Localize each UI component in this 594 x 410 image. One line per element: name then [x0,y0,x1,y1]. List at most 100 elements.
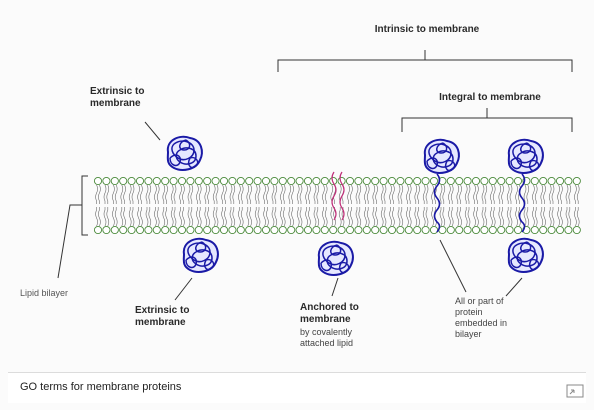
lipid-tail [339,207,341,226]
lipid-head [489,226,496,233]
intrinsic-bracket [278,50,572,72]
lipid-tail [490,185,492,204]
lipid-tail [448,207,450,226]
lipid-tail [154,207,156,226]
lipid-tail [401,185,403,204]
lipid-tail [443,207,445,226]
lipid-head [380,177,387,184]
lipid-head [355,226,362,233]
lipid-tail [191,185,193,204]
lipid-head [573,226,580,233]
lipid-tail [230,207,232,226]
lipid-tail [465,185,467,204]
lipid-head [573,177,580,184]
lipid-head [430,177,437,184]
lipid-tail [199,185,201,204]
lipid-tail [322,185,324,204]
lipid-head [120,226,127,233]
lipid-tail [224,185,226,204]
lipid-tail [485,185,487,204]
lipid-head [481,226,488,233]
lipid-tail [350,207,352,226]
lipid-tail [98,207,100,226]
lipid-tail [280,185,282,204]
lipid-tail [406,207,408,226]
lipid-head [271,226,278,233]
lipid-tail [182,207,184,226]
lipid-tail [552,207,554,226]
lipid-tail [532,207,534,226]
expand-icon[interactable] [566,384,584,398]
lipid-head [111,177,118,184]
lipid-tail [166,207,168,226]
lipid-head [472,226,479,233]
label-extrinsic-top: Extrinsic to membrane [90,86,160,110]
lipid-tail [409,207,411,226]
lipid-tail [233,185,235,204]
lipid-tail [392,207,394,226]
lipid-tail [348,207,350,226]
lipid-tail [275,185,277,204]
lipid-tail [112,185,114,204]
lipid-head [346,226,353,233]
lipid-head [237,177,244,184]
lipid-head [380,226,387,233]
lipid-tail [297,207,299,226]
lipid-tail [577,207,579,226]
lipid-tail [132,207,134,226]
lipid-tail [107,207,109,226]
lipid-tail [154,185,156,204]
lipid-head [187,177,194,184]
lipid-tail [527,185,529,204]
lipid-tail [140,207,142,226]
lipid-tail [381,207,383,226]
lipid-tail [308,185,310,204]
lipid-head [447,226,454,233]
label-integral: Integral to membrane [420,92,560,104]
lipid-tail [121,207,123,226]
lipid-head [548,177,555,184]
lipid-tail [149,185,151,204]
lipid-head [363,226,370,233]
lipid-tail [138,207,140,226]
lipid-tail [250,207,252,226]
lipid-head [372,226,379,233]
lipid-head [262,226,269,233]
lipid-tail [493,207,495,226]
lipid-tail [107,185,109,204]
lipid-tail [180,185,182,204]
lipid-head [254,226,261,233]
lipid-tail [283,185,285,204]
lipid-tail [574,207,576,226]
lipid-tail [121,185,123,204]
lipid-tail [532,185,534,204]
lipid-tail [364,185,366,204]
protein-integral-1-icon [425,140,459,173]
lipid-head [565,177,572,184]
lipid-head [212,177,219,184]
lipid-tail [552,185,554,204]
lipid-head [489,177,496,184]
lipid-tail [448,185,450,204]
lipid-head [456,226,463,233]
lipid-tail [423,185,425,204]
lipid-head [346,177,353,184]
lipid-head [405,177,412,184]
protein-anchored-icon [319,242,353,275]
lipid-tail [306,207,308,226]
lipid-tail [104,185,106,204]
lipid-tail [241,185,243,204]
protein-integral-2-icon [509,140,543,173]
lipid-tail [199,207,201,226]
lipid-tail [306,185,308,204]
lipid-head [271,177,278,184]
lipid-tail [482,207,484,226]
lipid-head [136,177,143,184]
lipid-tail [174,207,176,226]
lipid-tail [266,185,268,204]
lipid-head [195,226,202,233]
lipid-head [153,226,160,233]
label-lipid-bilayer: Lipid bilayer [20,287,80,299]
lipid-tail [149,207,151,226]
